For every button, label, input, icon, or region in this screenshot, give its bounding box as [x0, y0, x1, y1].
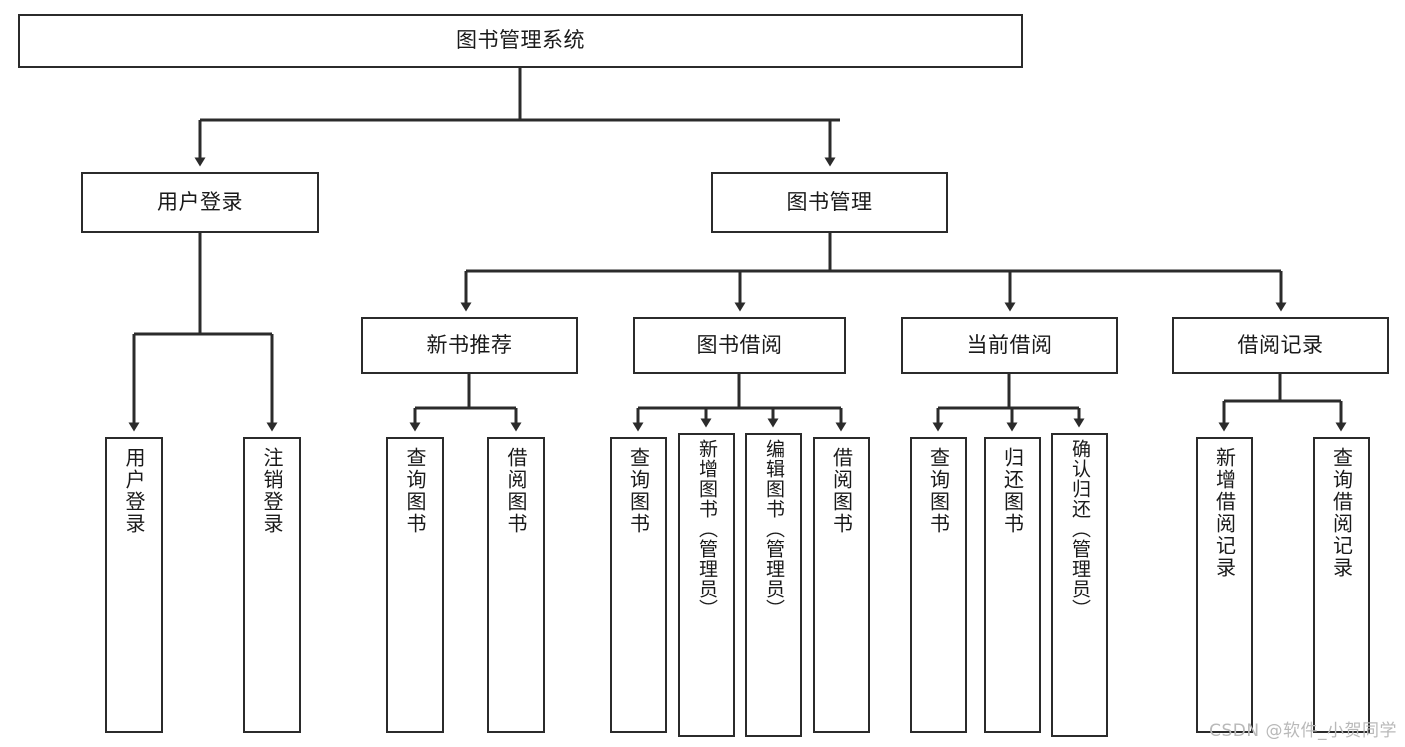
- node-user-login[interactable]: 用户登录: [81, 172, 319, 233]
- node-cur-query-book-label: 查询图书: [926, 447, 951, 535]
- node-rec-query-record-label: 查询借阅记录: [1329, 447, 1354, 579]
- node-cur-query-book[interactable]: 查询图书: [910, 437, 967, 733]
- node-current-borrow[interactable]: 当前借阅: [901, 317, 1118, 374]
- node-borrow-query-book[interactable]: 查询图书: [610, 437, 667, 733]
- node-user-logout[interactable]: 注销登录: [243, 437, 301, 733]
- node-book-borrow-label: 图书借阅: [696, 332, 783, 357]
- node-user-logout-label: 注销登录: [260, 447, 284, 535]
- csdn-watermark: CSDN @软件_小贺同学: [1209, 721, 1397, 741]
- node-cur-return-book[interactable]: 归还图书: [984, 437, 1041, 733]
- node-borrow-record[interactable]: 借阅记录: [1172, 317, 1389, 374]
- node-user-login-label: 用户登录: [157, 189, 243, 214]
- node-rec-add-record[interactable]: 新增借阅记录: [1196, 437, 1253, 733]
- node-rec-query-book-label: 查询图书: [403, 447, 427, 535]
- node-user-login-do[interactable]: 用户登录: [105, 437, 163, 733]
- node-cur-confirm-return-label: 确认归还（管理员）: [1069, 439, 1091, 619]
- node-user-login-do-label: 用户登录: [122, 447, 146, 535]
- node-cur-return-book-label: 归还图书: [1000, 447, 1025, 535]
- node-rec-query-book[interactable]: 查询图书: [386, 437, 444, 733]
- node-root[interactable]: 图书管理系统: [18, 14, 1023, 68]
- node-borrow-record-label: 借阅记录: [1237, 332, 1324, 357]
- node-borrow-edit-book[interactable]: 编辑图书（管理员）: [745, 433, 802, 737]
- node-borrow-add-book-label: 新增图书（管理员）: [696, 439, 718, 619]
- node-book-borrow[interactable]: 图书借阅: [633, 317, 846, 374]
- node-root-label: 图书管理系统: [456, 28, 585, 53]
- node-new-book-recommend[interactable]: 新书推荐: [361, 317, 578, 374]
- node-book-management-label: 图书管理: [786, 189, 873, 214]
- node-borrow-borrow-book-label: 借阅图书: [829, 447, 854, 535]
- node-rec-query-record[interactable]: 查询借阅记录: [1313, 437, 1370, 733]
- node-current-borrow-label: 当前借阅: [966, 332, 1053, 357]
- node-borrow-add-book[interactable]: 新增图书（管理员）: [678, 433, 735, 737]
- node-cur-confirm-return[interactable]: 确认归还（管理员）: [1051, 433, 1108, 737]
- node-borrow-query-book-label: 查询图书: [626, 447, 651, 535]
- node-book-management[interactable]: 图书管理: [711, 172, 948, 233]
- node-borrow-borrow-book[interactable]: 借阅图书: [813, 437, 870, 733]
- node-new-book-recommend-label: 新书推荐: [426, 332, 513, 357]
- node-rec-borrow-book-label: 借阅图书: [504, 447, 528, 535]
- node-borrow-edit-book-label: 编辑图书（管理员）: [763, 439, 785, 619]
- node-rec-add-record-label: 新增借阅记录: [1212, 447, 1237, 579]
- node-rec-borrow-book[interactable]: 借阅图书: [487, 437, 545, 733]
